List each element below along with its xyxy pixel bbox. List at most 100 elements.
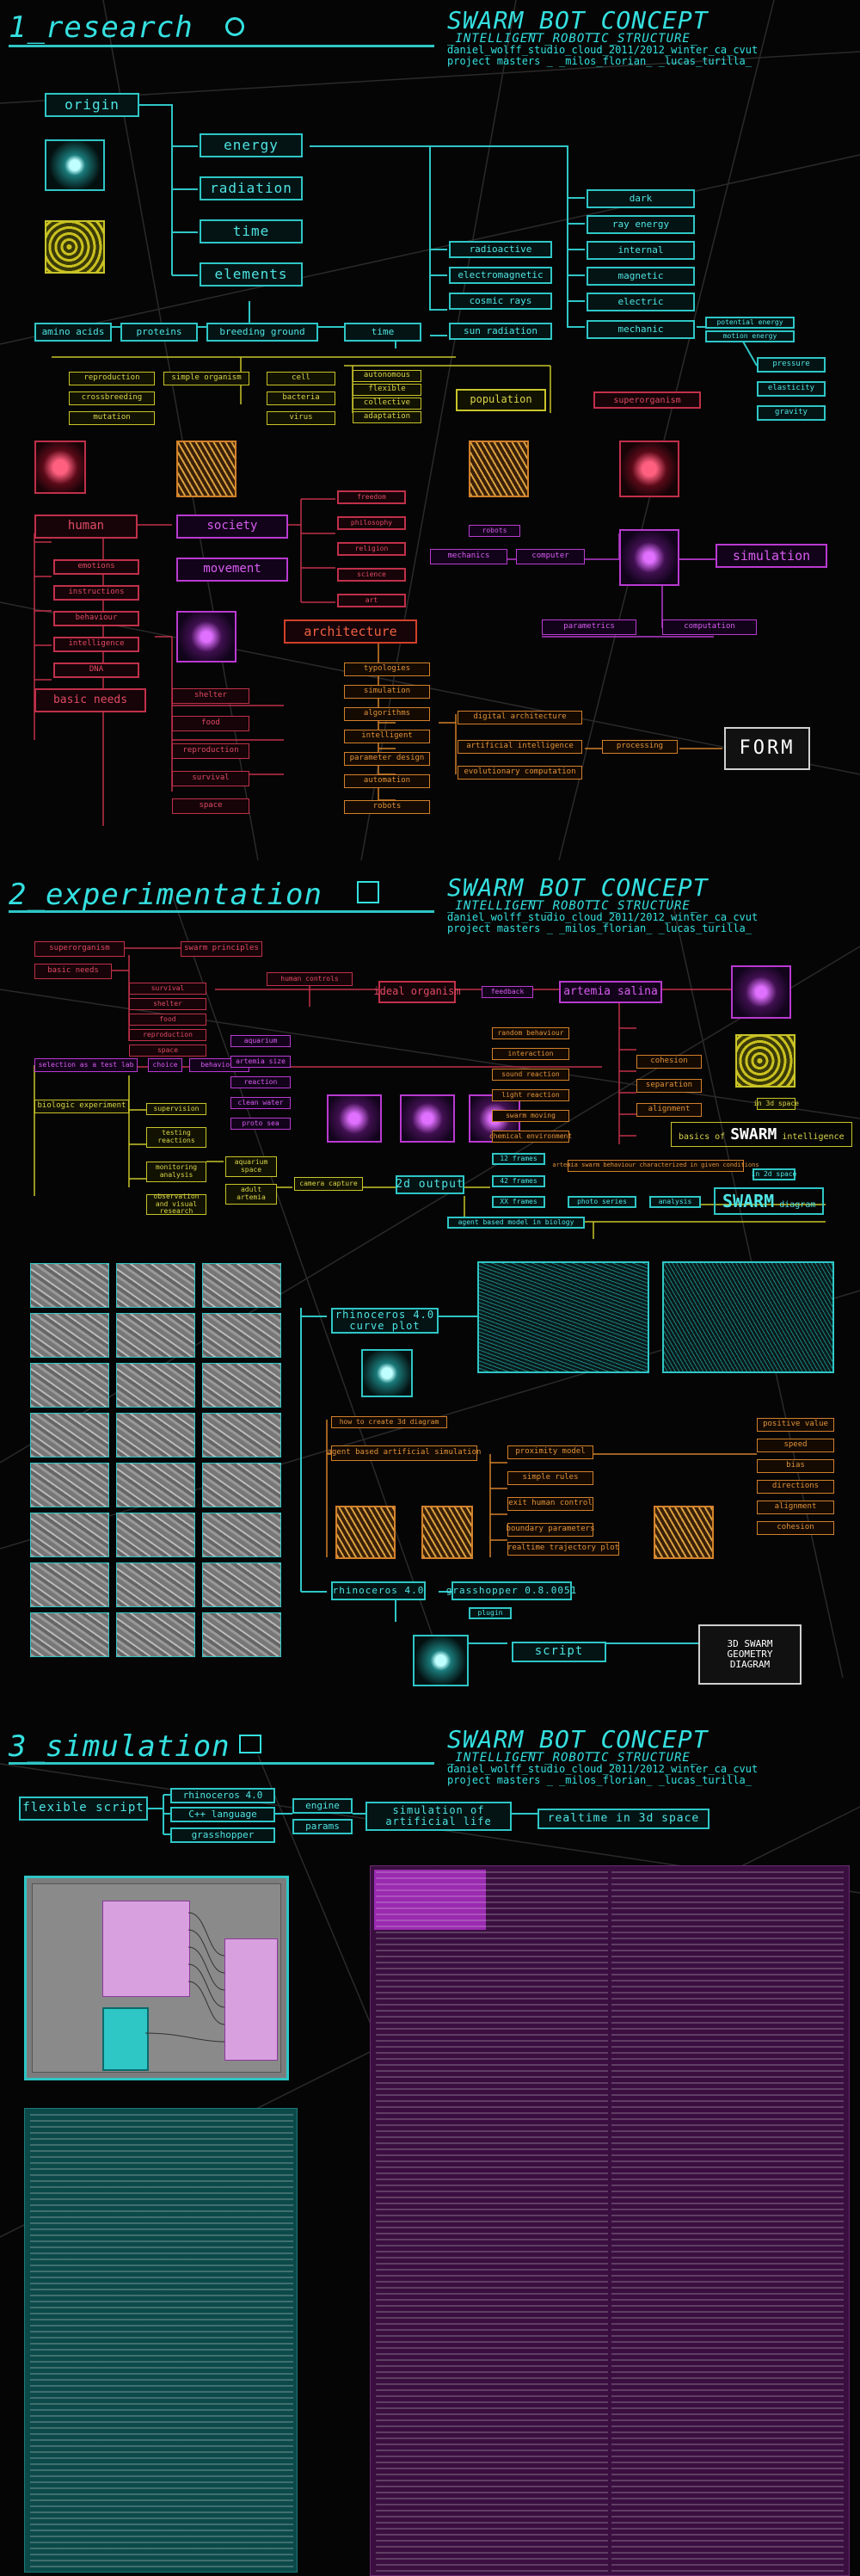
artemia-frame-thumb [202,1413,281,1457]
form-node: FORM [724,727,810,770]
artemia-frame-thumb [116,1263,195,1308]
human-image [34,441,86,494]
space-node: space [172,798,249,814]
ray-energy-node: ray energy [587,215,695,234]
artemia-node: artemia salina [559,981,662,1003]
intelligence-node: intelligence [53,637,139,652]
artemia-frame-thumb [116,1612,195,1657]
autonomous-node: autonomous [353,370,421,382]
elements-node: elements [200,262,303,287]
reproduction2-node: reproduction [172,743,249,759]
brand-line2: project masters _ _milos_florian_ _lucas… [447,1774,752,1786]
artemia-frame-thumb [30,1562,109,1607]
brand-line1: daniel_wolff_studio_cloud_2011/2012_wint… [447,44,759,56]
section-title-simulation: 3_simulation [9,1729,230,1764]
origin-node: origin [45,93,139,117]
radioactive-node: radioactive [449,241,552,258]
selection-node: selection as a test lab [34,1058,138,1072]
artemia-frame-thumb [30,1313,109,1358]
simulation-node: simulation [716,544,827,568]
artemia-frame-thumb [30,1413,109,1457]
biologic-node: biologic experiment [34,1100,129,1113]
parameter-design-node: parameter design [344,752,430,766]
script-node: script [512,1642,606,1662]
section-underline [9,1762,434,1765]
energy-node: energy [200,133,303,157]
amino-node: amino acids [34,323,112,342]
superorganism-node: superorganism [593,391,701,409]
section-title-experimentation: 2_experimentation [9,878,322,912]
artemia-frame-thumb [30,1513,109,1557]
human-controls-node: human controls [267,972,353,986]
realtime-node: realtime in 3d space [538,1809,710,1829]
shelter2-node: shelter [129,998,206,1010]
digital-architecture-node: digital architecture [458,711,582,724]
movement-image [176,611,236,662]
code-highlight [374,1870,486,1930]
intelligent-node: intelligent [344,730,430,743]
religion-node: religion [337,542,406,556]
instructions-node: instructions [53,585,139,601]
arch-simulation-node: simulation [344,685,430,699]
cell-node: cell [267,372,335,385]
science-node: science [337,568,406,582]
frames-42-node: 42 frames [492,1175,545,1187]
grasshopper-canvas[interactable] [24,1876,289,2080]
gh-component-script[interactable] [102,2007,149,2071]
basics-swarm-intelligence: basics of SWARM intelligence [671,1122,852,1147]
magnetic-node: magnetic [587,267,695,286]
collective-node: collective [353,397,421,410]
supervision-node: supervision [146,1103,206,1115]
shelter-node: shelter [172,688,249,704]
section-underline [9,45,434,47]
light-reaction-node: light reaction [492,1089,569,1101]
long-desc-node: artemia swarm behaviour characterized in… [552,1160,759,1172]
artificial-intelligence-node: artificial intelligence [458,740,582,754]
time2-node: time [344,323,421,342]
amino-image [45,220,105,274]
swarm-image [469,441,529,497]
final-node: 3D SWARM GEOMETRY DIAGRAM [698,1624,802,1685]
swarm-plot-2 [662,1261,834,1373]
monitor-icon [239,1735,261,1753]
breeding-node: breeding ground [206,323,318,342]
aquarium-space-node: aquarium space [225,1156,277,1177]
observation-node: observation and visual research [146,1192,206,1215]
artemia-photo-1 [327,1094,382,1143]
swarm-plot-1 [477,1261,649,1373]
superorganism2-node: superorganism [34,941,125,957]
gh-component-slider-group[interactable] [102,1901,190,1997]
reproduction-node: reproduction [69,372,155,385]
brand-header: SWARM_BOT_CONCEPT _INTELLIGENT_ROBOTIC_S… [447,9,758,67]
sound-reaction-node: sound reaction [492,1069,569,1081]
rhino3-node: rhinoceros 4.0 [170,1788,275,1803]
swarm-moving-node: swarm moving [492,1110,569,1122]
choice-node: choice [148,1058,182,1072]
population-image [176,441,236,497]
survival-node: survival [172,771,249,786]
time-node: time [200,219,303,243]
proximity-node: proximity model [507,1445,593,1459]
reaction-node: reaction [230,1076,291,1088]
computer-image [654,1506,714,1559]
gh-component-output[interactable] [224,1938,278,2061]
simple-organism-node: simple organism [163,372,249,385]
bacteria-node: bacteria [267,391,335,405]
freedom-node: freedom [337,490,406,504]
adaptation-node: adaptation [353,411,421,423]
testing-node: testing reactions [146,1127,206,1148]
swarm-principles-node: swarm principles [181,941,262,957]
brand-title: SWARM_BOT_CONCEPT [447,873,709,902]
brand-header-3: SWARM_BOT_CONCEPT _INTELLIGENT_ROBOTIC_S… [447,1728,758,1786]
electromagnetic-node: electromagnetic [449,267,552,284]
computation-node: computation [662,619,757,635]
artemia-frame-thumb [202,1263,281,1308]
artemia-frame-thumb [116,1363,195,1408]
howto-node: how to create 3d diagram [331,1416,447,1428]
analysis-node: analysis [649,1196,701,1208]
basic-needs2-node: basic needs [34,964,112,979]
swarm-word: SWARM [722,1191,775,1211]
processing-node: processing [602,740,678,754]
param-item: alignment [757,1501,834,1514]
crossbreeding-node: crossbreeding [69,391,155,405]
